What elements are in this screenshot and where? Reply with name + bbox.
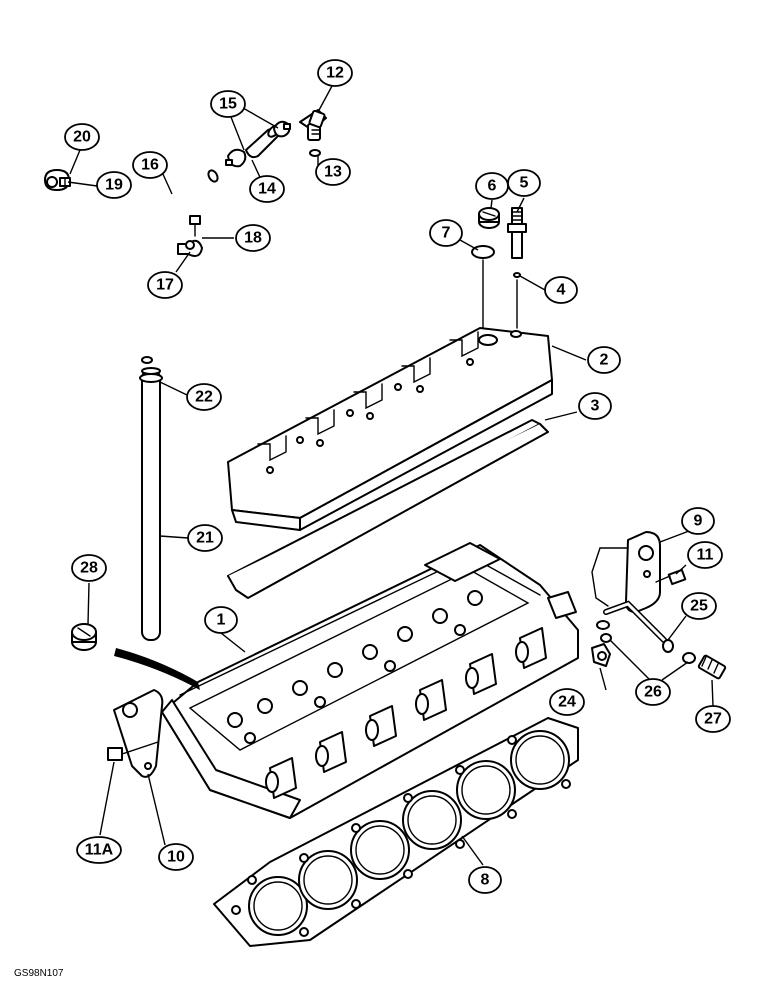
callout-label: 17 (156, 277, 174, 294)
callout-label: 10 (167, 849, 185, 866)
callout-6: 6 (475, 172, 509, 200)
callout-7: 7 (429, 219, 463, 247)
callout-label: 6 (488, 178, 497, 195)
callout-11a: 11A (76, 836, 122, 864)
callout-3: 3 (578, 392, 612, 420)
callout-8: 8 (468, 866, 502, 894)
callout-24: 24 (549, 688, 585, 716)
cylinder-head (161, 542, 579, 819)
callout-1: 1 (204, 606, 238, 634)
callout-label: 26 (644, 684, 662, 701)
lifting-bracket (113, 689, 164, 778)
callout-label: 15 (219, 96, 237, 113)
callout-label: 12 (326, 65, 344, 82)
callout-label: 4 (557, 282, 566, 299)
callout-label: 14 (258, 181, 276, 198)
callout-21: 21 (187, 524, 223, 552)
callout-label: 18 (244, 230, 262, 247)
valve-o-ring (309, 149, 321, 157)
callout-label: 13 (324, 164, 342, 181)
breather-tube (141, 367, 161, 641)
plug-location-arrow (114, 648, 200, 690)
callout-19: 19 (96, 171, 132, 199)
callout-label: 11 (697, 547, 714, 564)
callout-12: 12 (317, 59, 353, 87)
breather-valve (299, 109, 327, 141)
head-gasket (213, 717, 579, 947)
callout-label: 9 (694, 513, 703, 530)
callout-label: 16 (141, 157, 159, 174)
oil-fill-cap (478, 207, 500, 229)
sealing-washers (600, 633, 696, 664)
callout-2: 2 (587, 346, 621, 374)
tube-nut (596, 620, 610, 630)
callout-13: 13 (315, 158, 351, 186)
leader-lines (67, 85, 714, 866)
tube-support-bracket (625, 531, 661, 613)
callout-label: 8 (481, 872, 490, 889)
connector-fitting (697, 654, 727, 680)
bracket-capscrew-11a (107, 741, 159, 761)
stud-washer (513, 272, 521, 278)
breather-pipe (104, 169, 219, 366)
callout-label: 19 (105, 177, 123, 194)
callout-16: 16 (132, 151, 168, 179)
callout-label: 5 (520, 175, 529, 192)
cover-stud (507, 207, 527, 259)
o-ring (139, 373, 163, 383)
bracket-capscrew (655, 568, 687, 586)
callout-9: 9 (681, 507, 715, 535)
head-plug (71, 623, 97, 651)
callout-26: 26 (635, 678, 671, 706)
callout-14: 14 (249, 175, 285, 203)
callout-28: 28 (71, 554, 107, 582)
callout-25: 25 (681, 592, 717, 620)
callout-label: 22 (195, 389, 213, 406)
callout-11: 11 (687, 541, 723, 569)
valve-cover-gasket (227, 419, 549, 599)
callout-5: 5 (507, 169, 541, 197)
callout-27: 27 (695, 705, 731, 733)
callout-label: 28 (80, 560, 98, 577)
callout-label: 25 (690, 598, 708, 615)
elbow-fitting (591, 643, 611, 667)
callout-label: 27 (704, 711, 722, 728)
callout-label: 2 (600, 352, 609, 369)
callout-10: 10 (158, 843, 194, 871)
oil-supply-tube (591, 547, 674, 653)
callout-4: 4 (544, 276, 578, 304)
clip-bolt (59, 177, 71, 189)
callout-label: 21 (196, 530, 214, 547)
bracket-bolt (189, 215, 201, 237)
tube-bracket (177, 239, 203, 257)
callout-label: 20 (73, 129, 91, 146)
valve-cover (227, 327, 553, 531)
figure-id: GS98N107 (14, 968, 64, 979)
callout-label: 3 (591, 398, 600, 415)
callout-18: 18 (235, 224, 271, 252)
callout-label: 24 (558, 694, 576, 711)
callout-22: 22 (186, 383, 222, 411)
callout-17: 17 (147, 271, 183, 299)
callout-label: 11A (85, 842, 114, 859)
callout-20: 20 (64, 123, 100, 151)
callout-label: 7 (442, 225, 451, 242)
callout-label: 1 (217, 612, 226, 629)
hose-clamp-lower (225, 148, 247, 168)
hose-clamp-upper (273, 120, 291, 138)
callout-15: 15 (210, 90, 246, 118)
